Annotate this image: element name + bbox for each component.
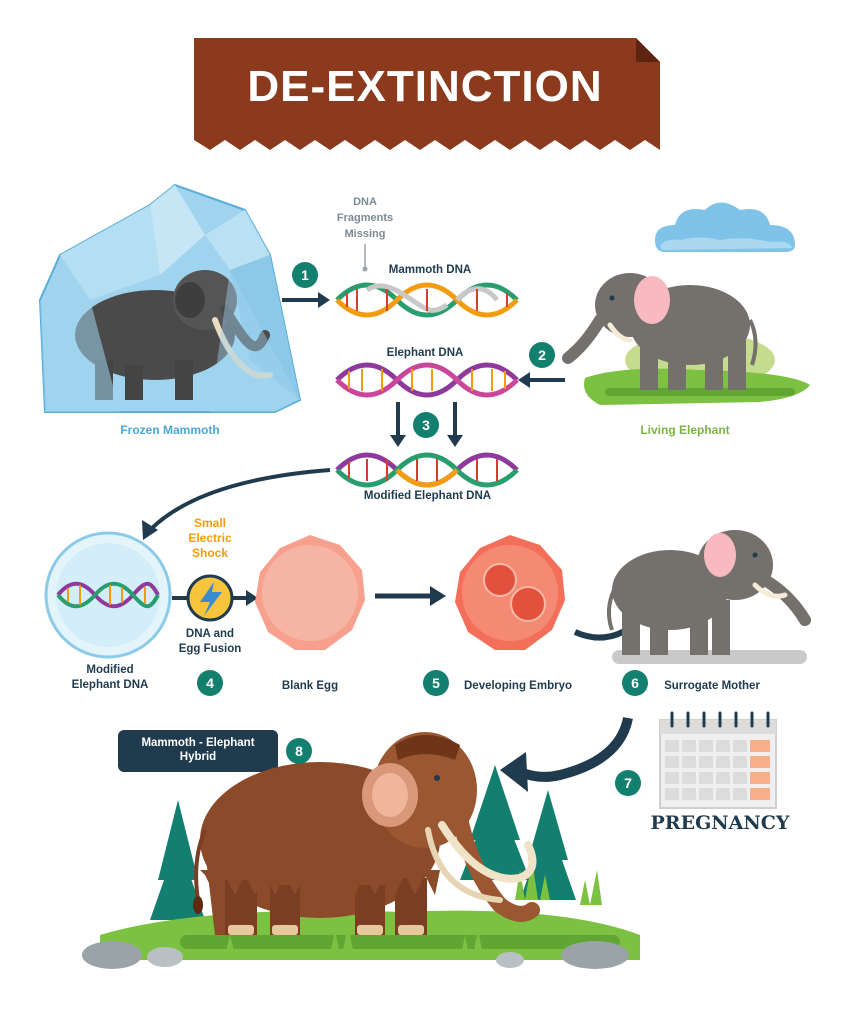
step-7-badge: 7 [615,770,641,796]
surrogate-mother-label: Surrogate Mother [664,680,760,692]
shock-label-2: Electric [188,531,232,545]
step-2-badge: 2 [529,342,555,368]
lightning-icon [172,574,258,622]
shock-label-3: Shock [191,546,228,560]
shock-label-1: Small [193,516,226,530]
living-elephant-label: Living Elephant [640,423,730,437]
elephant-dna-helix [335,362,519,398]
arrows-down-step3 [390,402,463,447]
arrow-elephant-to-dna [518,372,565,388]
developing-embryo-label: Developing Embryo [464,680,572,692]
arrow-frozen-to-mammoth-dna [282,292,330,308]
surrogate-elephant-illustration [607,530,811,664]
frozen-mammoth-illustration [38,183,302,413]
modified-elephant-dna-circle-label-2: Elephant DNA [71,679,149,691]
fragments-pointer [362,244,368,272]
fusion-label-1: DNA and [185,628,235,640]
living-elephant-illustration [562,273,810,405]
step-6-badge: 6 [622,670,648,696]
modified-elephant-dna-circle-label-1: Modified [86,664,134,676]
blank-egg-label: Blank Egg [281,680,339,692]
blank-egg [255,535,365,650]
elephant-dna-label: Elephant DNA [386,347,464,359]
mammoth-dna-helix [335,282,519,318]
cloud [655,202,795,252]
step-3-badge: 3 [413,412,439,438]
dna-fragments-missing-line1: DNA [353,196,377,208]
modified-elephant-dna-label: Modified Elephant DNA [363,490,492,502]
calendar-icon [659,711,777,809]
dna-fragments-missing-line2: Fragments [336,212,394,224]
mammoth-hybrid-illustration [193,732,540,935]
frozen-mammoth-label: Frozen Mammoth [120,423,220,437]
developing-embryo [455,535,565,650]
hybrid-label: Mammoth - Elephant Hybrid [141,737,255,764]
modified-dna-circle [44,531,172,659]
step-4-badge: 4 [197,670,223,696]
arrow-pregnancy-to-hybrid [500,716,633,792]
modified-dna-helix [335,452,519,488]
fusion-label-2: Egg Fusion [178,643,242,655]
dna-fragments-missing-line3: Missing [344,228,386,240]
arrow-to-dna-circle [142,468,331,540]
step-5-badge: 5 [423,670,449,696]
arrow-egg-to-embryo [375,586,446,606]
step-1-badge: 1 [292,262,318,288]
page-title: DE-EXTINCTION [247,62,603,111]
pregnancy-label: PREGNANCY [650,812,790,834]
mammoth-dna-label: Mammoth DNA [388,264,472,276]
title-banner [194,38,660,150]
step-8-badge: 8 [286,738,312,764]
